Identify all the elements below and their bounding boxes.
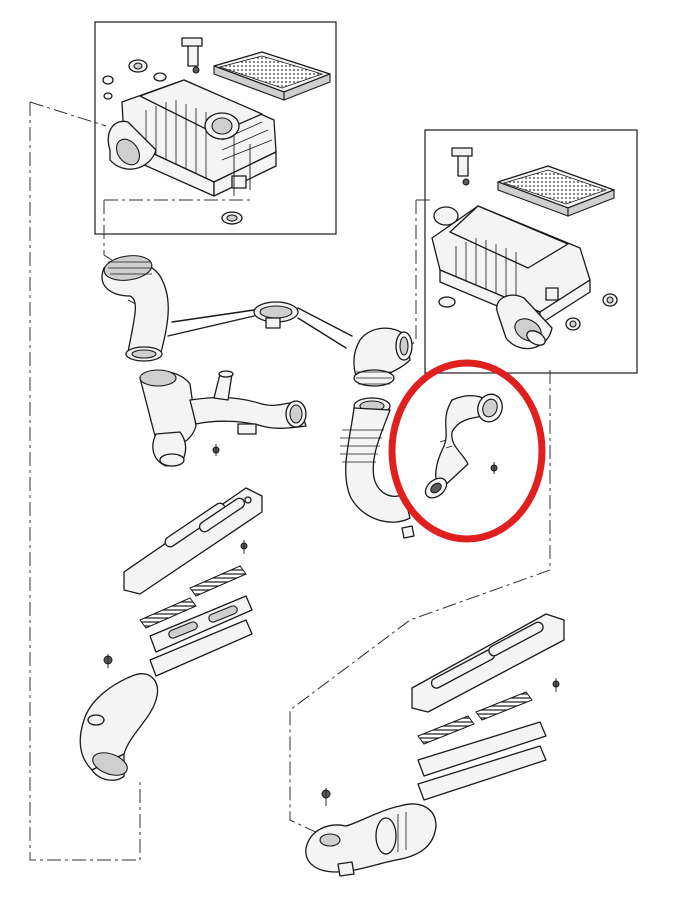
right-maf-sensor: [451, 147, 473, 186]
right-grommets: [438, 293, 618, 331]
right-lower-intake-duct: [305, 788, 437, 877]
left-intake-grilles: [139, 565, 247, 629]
hose-clamp: [167, 301, 353, 349]
left-intake-hose-upper: [101, 255, 169, 362]
red-highlight-circle: [388, 359, 546, 543]
highlighted-replacement-hose: [388, 359, 546, 543]
left-duct-stack: [123, 487, 263, 677]
right-air-cleaner-housing: [431, 205, 591, 350]
left-air-cleaner-housing: [107, 79, 277, 197]
left-maf-sensor: [181, 37, 203, 74]
left-lower-intake-duct: [79, 654, 159, 781]
right-intake-hose-elbow: [353, 327, 413, 387]
right-air-filter-element: [497, 165, 615, 217]
left-air-filter-element: [213, 51, 331, 101]
left-air-cleaner-assembly: [94, 21, 337, 235]
right-intake-hose-lower: [340, 397, 415, 539]
right-intake-grilles: [417, 691, 533, 745]
left-grommets: [102, 59, 243, 225]
left-intake-tube-resonator: [139, 369, 307, 467]
right-air-cleaner-assembly: [424, 129, 638, 374]
right-duct-stack: [411, 613, 565, 801]
